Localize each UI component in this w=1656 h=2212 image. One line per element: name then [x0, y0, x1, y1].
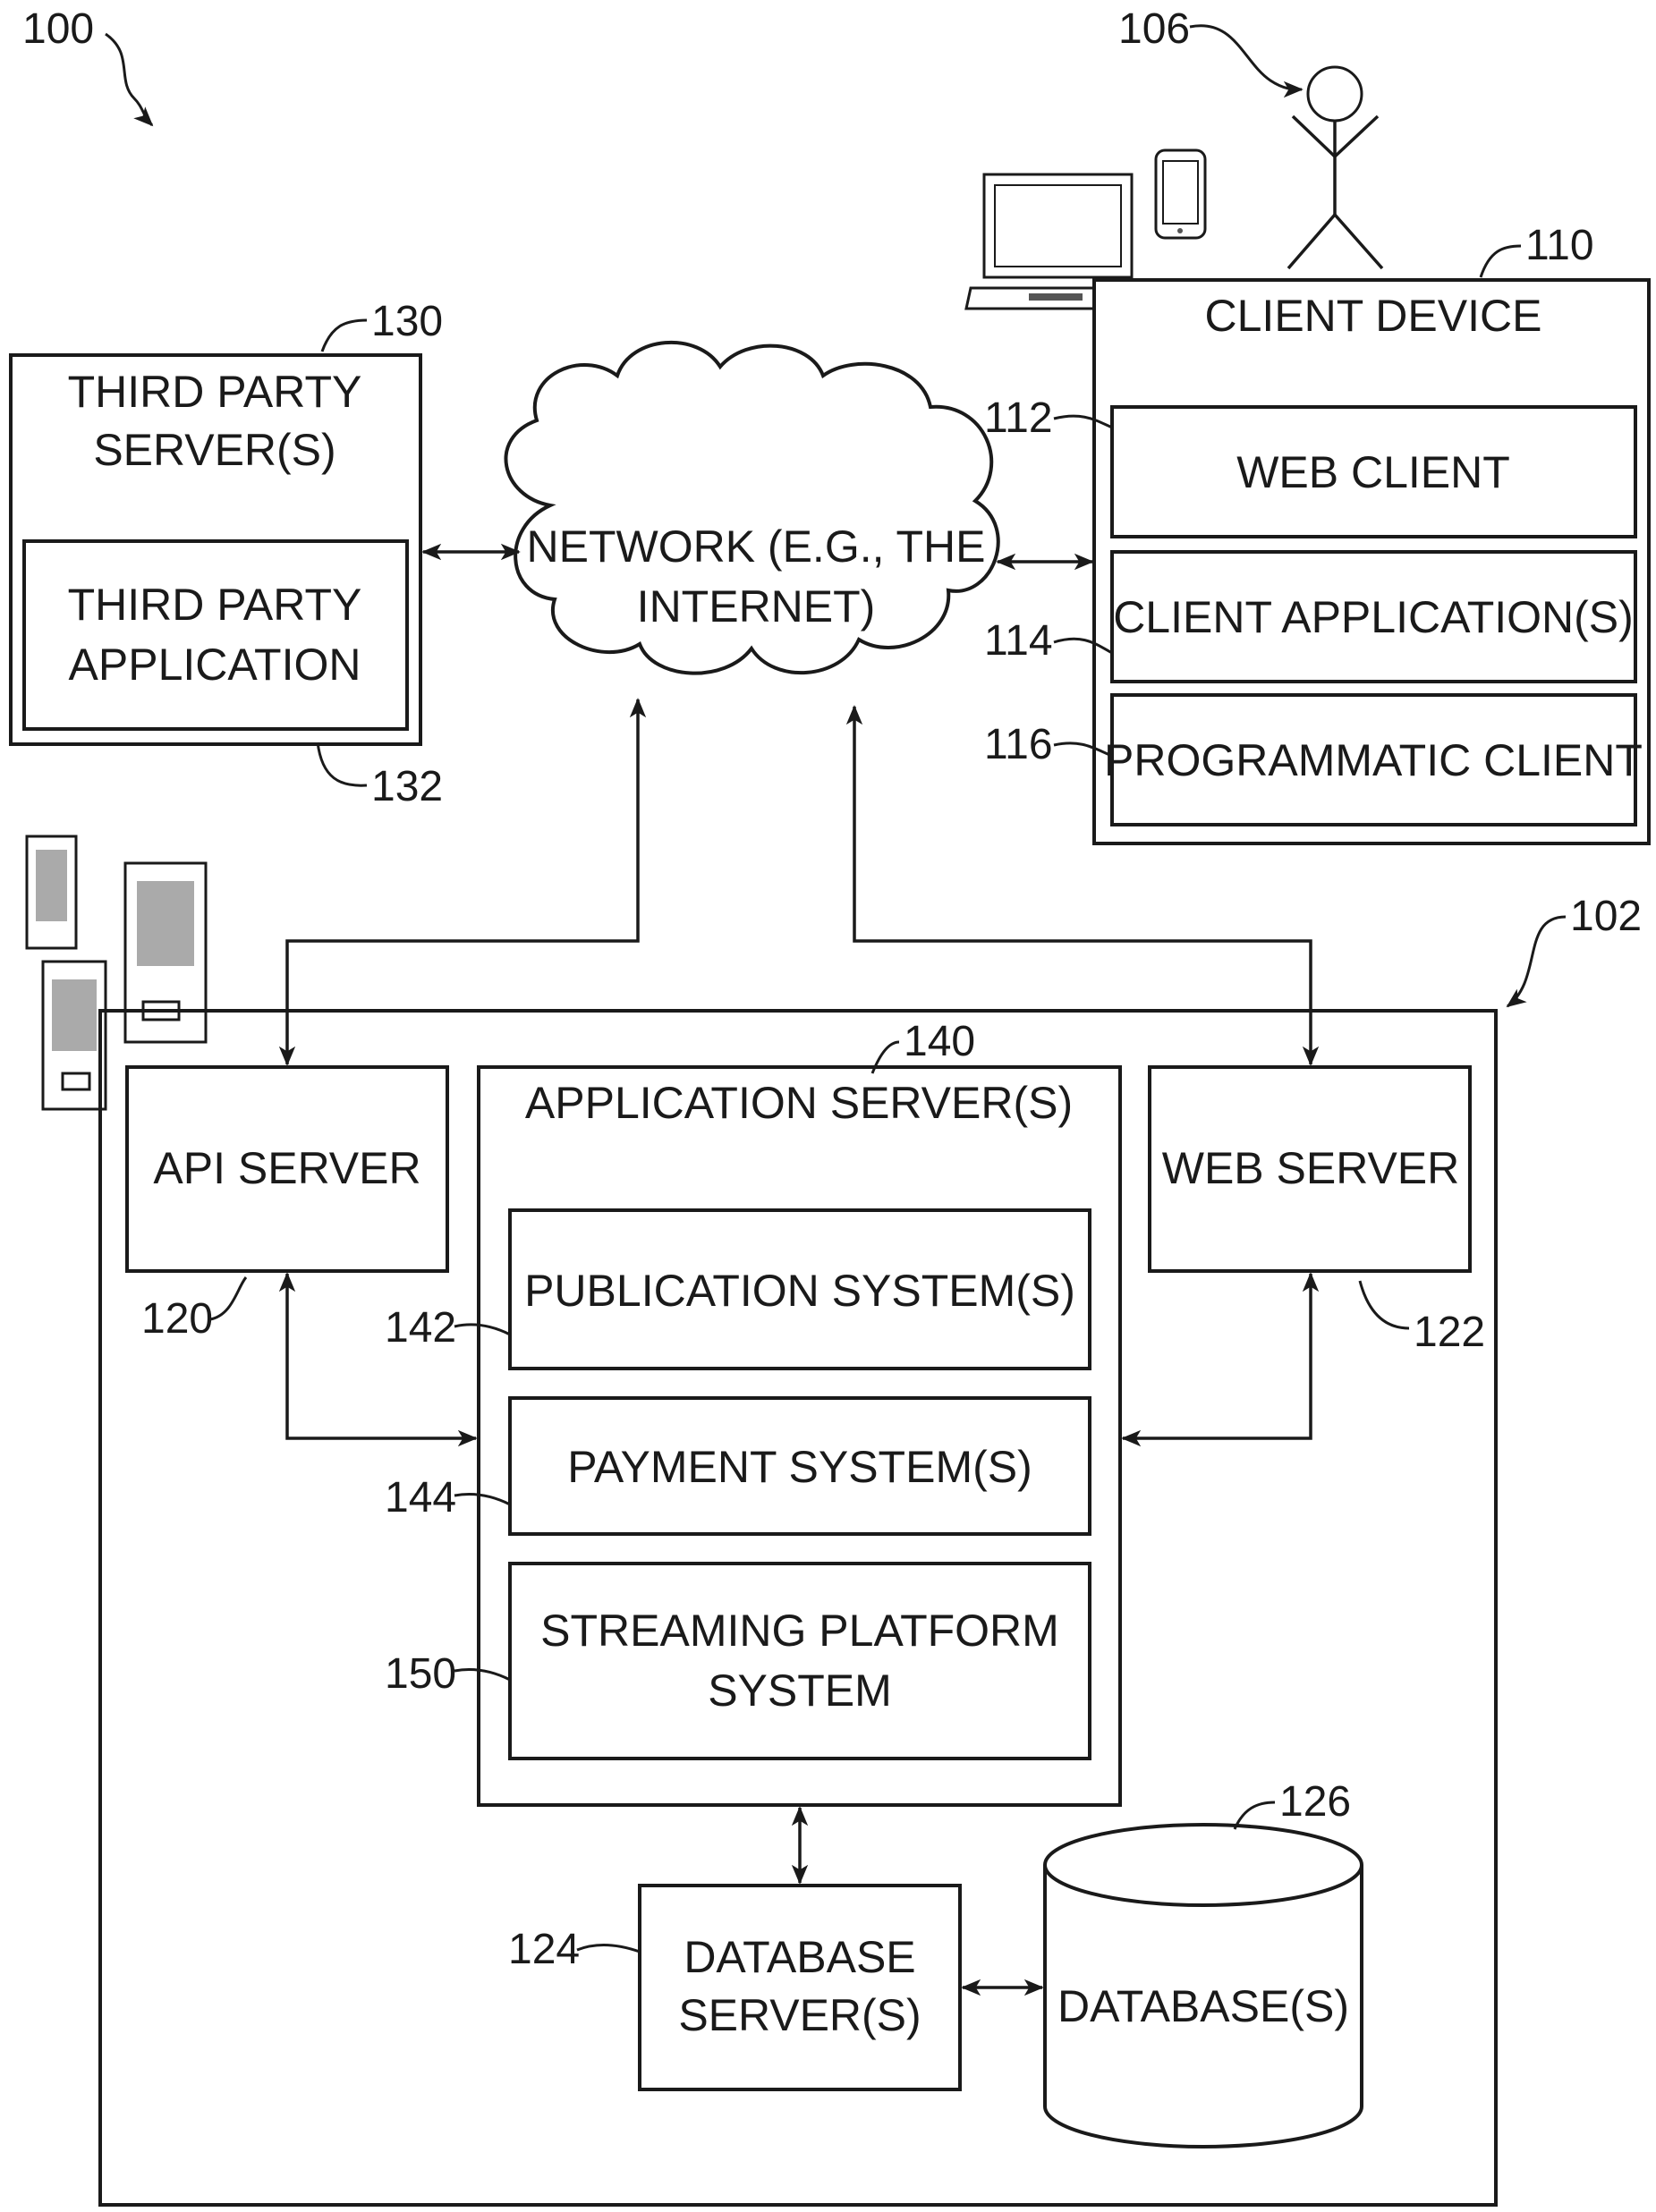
database-servers-box: [638, 1884, 962, 2091]
ref-126-label: 126: [1279, 1778, 1351, 1826]
api-server-label: API SERVER: [153, 1143, 420, 1193]
ref-122-label: 122: [1414, 1309, 1485, 1356]
ref-140-label: 140: [904, 1018, 975, 1065]
user-106: 106: [1118, 5, 1384, 270]
database-servers-line1: DATABASE: [684, 1932, 915, 1982]
databases-cylinder: DATABASE(S): [1043, 1823, 1363, 2148]
api-server-box: [125, 1065, 449, 1273]
network-line2: INTERNET): [637, 581, 876, 631]
database-servers-line2: SERVER(S): [678, 1990, 921, 2040]
figure-ref-100: 100: [22, 5, 154, 127]
network-line1: NETWORK (E.G., THE: [527, 521, 986, 572]
third-party-servers-line2: SERVER(S): [93, 425, 335, 475]
ref-132-label: 132: [371, 763, 443, 810]
client-applications-box: [1110, 550, 1637, 683]
ref-110-leader: [1479, 244, 1522, 278]
networked-system-box: [98, 1009, 1498, 2207]
ref-122-leader: [1358, 1280, 1410, 1330]
streaming-platform-box: [508, 1562, 1091, 1760]
ref-100-label: 100: [22, 5, 94, 53]
ref-102-pointer: [1506, 915, 1567, 1008]
ref-132-leader: [316, 742, 368, 787]
ref-144-label: 144: [385, 1474, 456, 1521]
third-party-application-line1: THIRD PARTY: [68, 580, 362, 630]
ref-124-label: 124: [508, 1926, 580, 1973]
ref-142-label: 142: [385, 1304, 456, 1352]
user-icon: [1287, 65, 1384, 270]
ref-106-label: 106: [1118, 5, 1190, 53]
streaming-platform-line1: STREAMING PLATFORM: [540, 1606, 1059, 1656]
client-device-title: CLIENT DEVICE: [1205, 291, 1542, 341]
web-server-label: WEB SERVER: [1162, 1143, 1460, 1193]
ref-100-pointer: [105, 32, 154, 127]
ref-110-label: 110: [1525, 222, 1594, 269]
third-party-application-box: [22, 539, 409, 731]
ref-126-leader: [1233, 1801, 1276, 1830]
network-web-arrow: [845, 705, 1320, 1066]
payment-system-label: PAYMENT SYSTEM(S): [567, 1442, 1032, 1492]
ref-130-leader: [320, 318, 368, 352]
api-app-arrow: [278, 1272, 478, 1447]
third-party-servers: 130 THIRD PARTY SERVER(S) THIRD PARTY AP…: [9, 298, 443, 810]
ref-150-leader: [454, 1667, 511, 1682]
databases-label: DATABASE(S): [1057, 1981, 1349, 2031]
publication-system-label: PUBLICATION SYSTEM(S): [524, 1266, 1075, 1316]
networked-system: 102 API SERVER 120 WEB SERVER 122 APPLIC…: [98, 893, 1642, 2207]
ref-144-leader: [454, 1492, 511, 1506]
streaming-platform-line2: SYSTEM: [708, 1665, 892, 1716]
web-client-box: [1110, 405, 1637, 538]
network-cloud: 104 NETWORK (E.G., THE INTERNET): [504, 340, 1000, 675]
web-server-box: [1148, 1065, 1472, 1273]
application-servers-title: APPLICATION SERVER(S): [525, 1078, 1073, 1128]
ref-120-label: 120: [141, 1295, 213, 1343]
ref-130-label: 130: [371, 298, 443, 345]
third-party-application-line2: APPLICATION: [69, 640, 361, 690]
third-party-servers-line1: THIRD PARTY: [68, 367, 362, 417]
publication-system-box: [508, 1208, 1091, 1370]
connectors: [206, 543, 1320, 1996]
ref-150-label: 150: [385, 1650, 456, 1698]
network-api-arrow: [278, 698, 647, 1066]
ref-106-pointer: [1189, 24, 1304, 98]
client-device: 110 CLIENT DEVICE WEB CLIENT CLIENT APPL…: [984, 222, 1651, 845]
payment-system-box: [508, 1396, 1091, 1536]
smartphone-icon: [1154, 148, 1207, 240]
ref-124-leader: [576, 1943, 641, 1954]
ref-102-label: 102: [1570, 893, 1642, 940]
ref-114-leader: [1053, 637, 1113, 655]
ref-116-label: 116: [984, 721, 1053, 768]
web-app-arrow: [1121, 1272, 1320, 1447]
client-applications-label: CLIENT APPLICATION(S): [1113, 592, 1634, 642]
ref-112-leader: [1053, 414, 1113, 429]
programmatic-client-label: PROGRAMMATIC CLIENT: [1104, 735, 1643, 785]
web-client-label: WEB CLIENT: [1236, 447, 1510, 497]
network-cloud-shape: [504, 340, 1000, 675]
ref-114-label: 114: [984, 617, 1053, 665]
ref-112-label: 112: [984, 394, 1053, 442]
ref-120-leader: [209, 1276, 248, 1321]
